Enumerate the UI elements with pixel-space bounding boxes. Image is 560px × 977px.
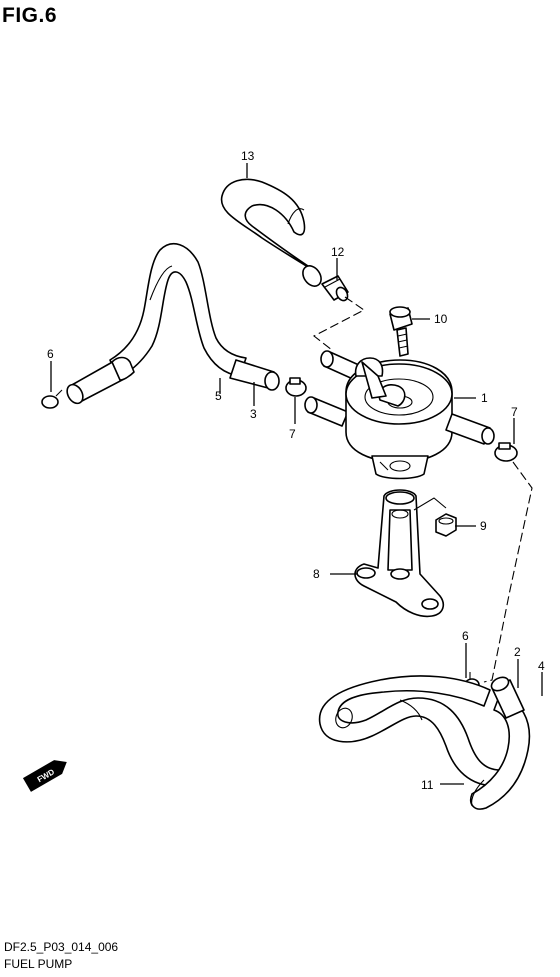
callout-13: 11 [421, 778, 434, 792]
hose-13 [318, 675, 501, 787]
callout-6-lower: 6 [462, 629, 469, 643]
callout-10: 8 [313, 567, 320, 581]
fitting-12 [321, 275, 349, 302]
hose-stub-left [66, 356, 135, 405]
bracket-10 [354, 489, 445, 618]
callout-2: 2 [514, 645, 521, 659]
routing-line-right [483, 461, 533, 683]
hose-5 [109, 242, 247, 379]
bracket-indicator [413, 497, 447, 511]
figure-title: FIG.6 [2, 4, 58, 27]
diagram-name: FUEL PUMP [4, 957, 73, 971]
callout-4: 4 [538, 659, 545, 673]
hose-2 [490, 676, 525, 719]
hose-3 [229, 359, 280, 391]
callout-6-left: 6 [47, 347, 54, 361]
routing-line-upper [312, 296, 366, 351]
callout-9: 9 [480, 519, 487, 533]
callout-12: 12 [331, 245, 345, 259]
callout-3: 3 [250, 407, 257, 421]
hose-11 [220, 178, 322, 287]
fwd-arrow-icon: FWD [22, 760, 67, 792]
callout-1: 1 [481, 391, 488, 405]
hose-4 [470, 693, 531, 810]
clamp-7-left [285, 377, 307, 397]
callout-8: 10 [434, 312, 448, 326]
callout-5: 5 [215, 389, 222, 403]
diagram-code: DF2.5_P03_014_006 [4, 940, 119, 954]
callout-7-left: 7 [289, 427, 296, 441]
clip-6-left [41, 389, 63, 409]
leader-lines [50, 163, 543, 785]
callout-11: 13 [241, 149, 255, 163]
bolt-8 [389, 306, 413, 357]
callout-7-right: 7 [511, 405, 518, 419]
nut-9 [435, 513, 457, 537]
clamp-7-right [494, 442, 518, 462]
fuel-pump-body [304, 350, 495, 480]
